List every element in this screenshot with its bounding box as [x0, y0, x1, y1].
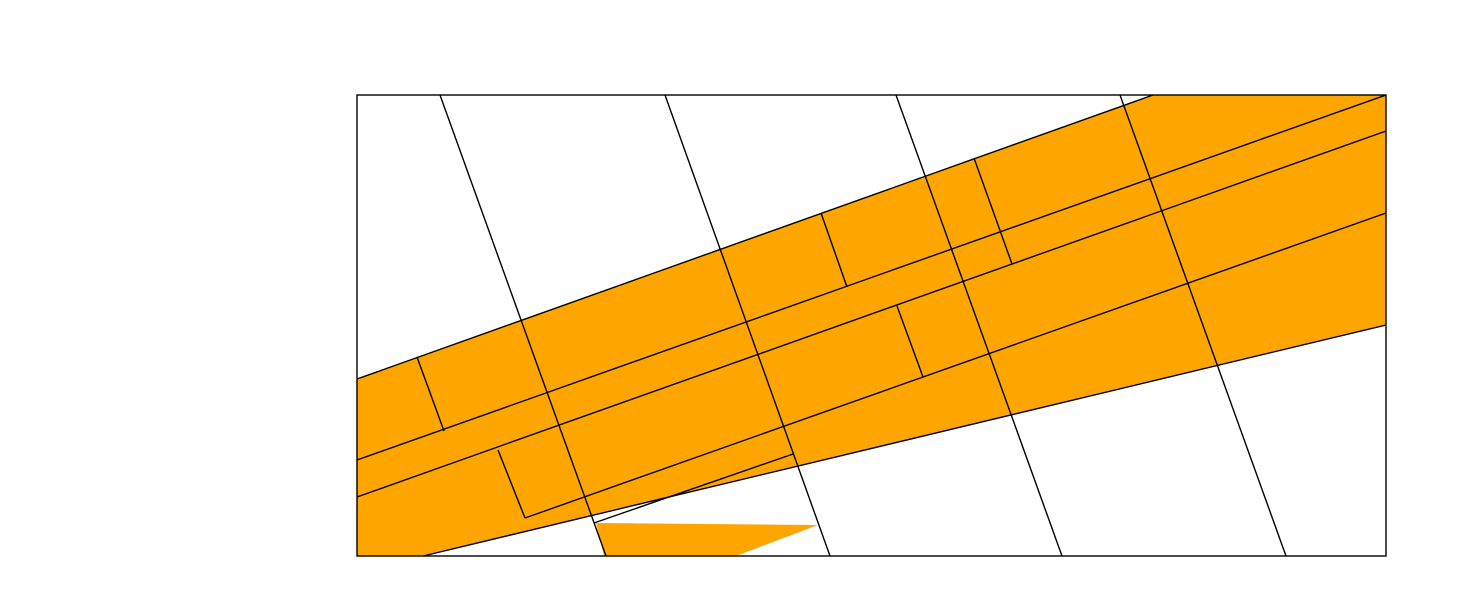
- cross-line-3: [895, 95, 1063, 556]
- cross-line-4: [1119, 95, 1287, 556]
- tick-2: [497, 449, 526, 519]
- band-divider-1: [357, 95, 1386, 461]
- tick-1: [416, 356, 445, 432]
- diagram-lines: [357, 95, 1386, 556]
- band-top-edge: [357, 95, 1154, 380]
- band-divider-2: [357, 130, 1386, 498]
- orange-band: [357, 95, 1386, 556]
- diagram-content: [357, 95, 1386, 556]
- tick-3: [820, 212, 848, 288]
- plot-frame: [356, 94, 1387, 557]
- band-divider-lower: [593, 453, 794, 524]
- orange-lower-patch: [596, 523, 818, 556]
- cross-line-2: [664, 95, 831, 556]
- cross-line-1: [439, 95, 607, 556]
- tick-5: [973, 157, 1013, 265]
- tick-4: [896, 305, 924, 378]
- band-bottom-edge: [422, 324, 1386, 556]
- band-divider-3: [524, 212, 1386, 519]
